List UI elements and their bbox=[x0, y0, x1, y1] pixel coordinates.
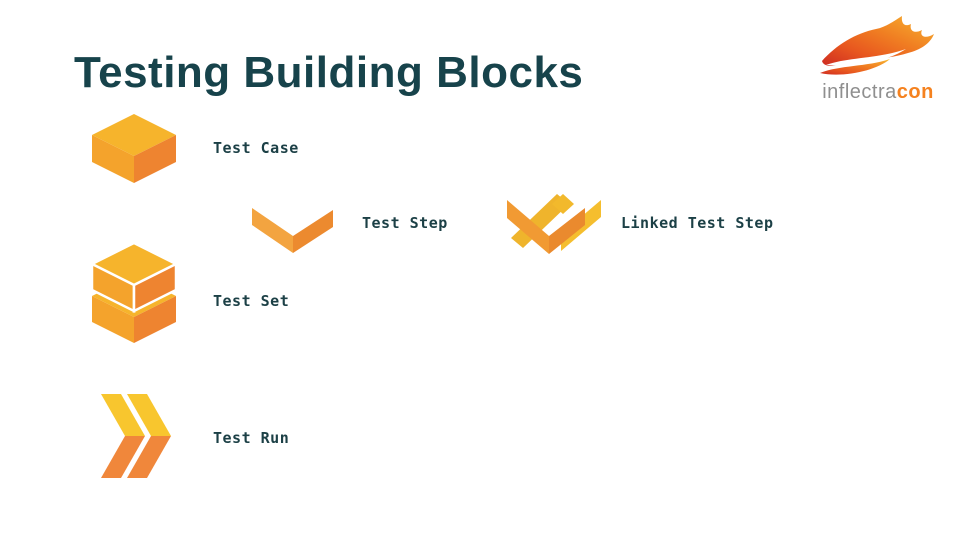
logo-wordmark-gray: inflectra bbox=[822, 81, 897, 103]
cube-icon bbox=[90, 114, 178, 189]
page-title: Testing Building Blocks bbox=[74, 48, 584, 97]
block-label-test-step: Test Step bbox=[362, 214, 448, 232]
logo-wordmark-orange: con bbox=[896, 81, 934, 103]
chevron-down-icon bbox=[250, 206, 335, 258]
block-label-test-set: Test Set bbox=[213, 292, 290, 310]
linked-chevrons-icon bbox=[505, 194, 603, 262]
flame-icon bbox=[820, 16, 934, 75]
block-label-test-run: Test Run bbox=[213, 429, 290, 447]
stacked-cubes-icon bbox=[89, 241, 179, 349]
inflectracon-logo: inflectracon bbox=[817, 16, 939, 103]
block-label-test-case: Test Case bbox=[213, 139, 299, 157]
logo-wordmark: inflectracon bbox=[817, 81, 939, 103]
double-chevron-right-icon bbox=[101, 394, 171, 483]
block-label-linked-test-step: Linked Test Step bbox=[621, 214, 774, 232]
